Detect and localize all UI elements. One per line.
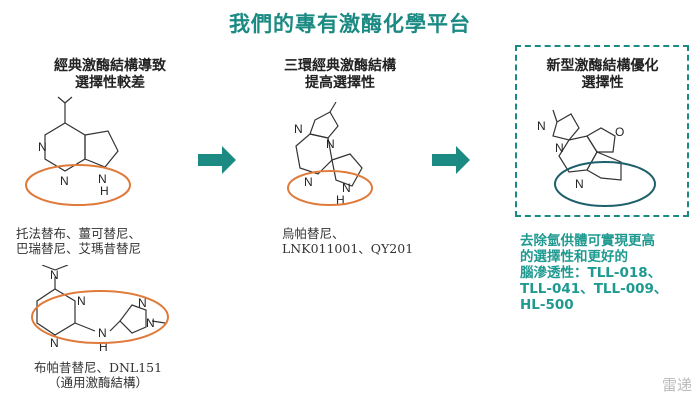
header-line: 選擇性較差 (75, 75, 145, 91)
arrow-right-icon (198, 146, 236, 174)
caption-line: 烏帕替尼、 (282, 226, 345, 241)
page-title: 我們的專有激酶化學平台 (229, 12, 471, 36)
atom-n: N (342, 181, 351, 195)
hinge-binder-highlight (25, 164, 131, 206)
column-3-caption: 去除氫供體可實現更高 的選擇性和更好的 腦滲透性：TLL-018、 TLL-04… (520, 233, 667, 313)
header-line: 新型激酶結構優化 (546, 58, 659, 74)
column-2-caption: 烏帕替尼、 LNK011001、QY201 (282, 226, 413, 256)
extra-caption: 布帕昔替尼、DNL151 （通用激酶結構） (28, 360, 168, 390)
atom-n: N (294, 122, 303, 136)
caption-line: 腦滲透性：TLL-018、 (520, 265, 662, 281)
header-line: 三環經典激酶結構 (284, 58, 396, 74)
atom-n: N (575, 177, 584, 191)
header-line: 經典激酶結構導致 (54, 58, 166, 74)
atom-n: N (77, 294, 86, 308)
classic-kinase-structure: N N N H (25, 96, 131, 206)
caption-line: 去除氫供體可實現更高 (520, 233, 655, 249)
atom-n: N (50, 336, 59, 350)
novel-structure-box (515, 45, 689, 217)
caption-line: TLL-041、TLL-009、 (520, 281, 668, 297)
novel-kinase-structure: N N O N (537, 109, 656, 207)
tricyclic-kinase-structure: N N N N H (287, 101, 373, 207)
atom-n: N (326, 137, 335, 151)
caption-line: （通用激酶結構） (47, 375, 148, 390)
column-2-header: 三環經典激酶結構 提高選擇性 (260, 58, 420, 92)
atom-n: N (537, 119, 546, 133)
caption-line: 托法替布、薑可替尼、 (16, 226, 142, 241)
atom-h: H (99, 340, 108, 354)
atom-n: N (304, 175, 313, 189)
hinge-binder-highlight (31, 290, 169, 344)
column-1-header: 經典激酶結構導致 選擇性較差 (20, 58, 200, 92)
caption-line: 布帕昔替尼、DNL151 (33, 360, 163, 375)
header-line: 選擇性 (581, 75, 624, 91)
atom-n: N (50, 268, 59, 282)
atom-n: N (555, 141, 564, 155)
atom-n: N (60, 174, 69, 188)
atom-n: N (146, 316, 155, 330)
hinge-binder-highlight (287, 170, 373, 206)
atom-n: N (138, 296, 147, 310)
atom-n: N (98, 172, 107, 186)
hinge-binder-highlight (554, 161, 656, 207)
caption-line: HL-500 (520, 297, 574, 313)
arrow-right-icon (432, 146, 470, 174)
column-1-caption: 托法替布、薑可替尼、 巴瑞替尼、艾瑪昔替尼 (16, 226, 141, 256)
column-3-header: 新型激酶結構優化 選擇性 (520, 58, 685, 92)
aminopyrimidine-structure: N N N N H N N (31, 265, 169, 354)
caption-line: 巴瑞替尼、艾瑪昔替尼 (16, 241, 142, 256)
caption-line: 的選擇性和更好的 (520, 249, 628, 265)
atom-n: N (98, 326, 107, 340)
caption-line: LNK011001、QY201 (282, 241, 414, 256)
atom-n: N (38, 140, 47, 154)
header-line: 提高選擇性 (305, 75, 375, 91)
atom-h: H (100, 184, 109, 198)
watermark: 雷递 (661, 376, 692, 394)
atom-o: O (615, 125, 624, 139)
atom-h: H (336, 193, 345, 207)
